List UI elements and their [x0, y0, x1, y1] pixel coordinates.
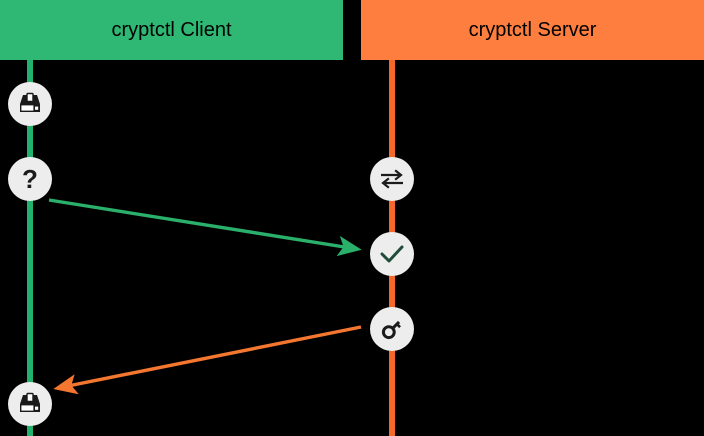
- check-mark-icon: [379, 243, 405, 265]
- node-server-exchange[interactable]: [370, 157, 414, 201]
- exchange-arrows-icon: [379, 168, 405, 190]
- node-client-hard-drive-2[interactable]: [8, 382, 52, 426]
- node-client-hard-drive-1[interactable]: [8, 82, 52, 126]
- node-server-key[interactable]: [370, 307, 414, 351]
- key-icon: [379, 316, 405, 342]
- node-client-question[interactable]: ?: [8, 157, 52, 201]
- participant-title-server: cryptctl Server: [468, 18, 597, 41]
- node-server-check[interactable]: [370, 232, 414, 276]
- hard-drive-icon: [17, 91, 43, 117]
- message-arrow-response: [53, 325, 362, 395]
- lifeline-client: [27, 60, 33, 436]
- question-mark-icon: ?: [22, 164, 38, 194]
- hard-drive-icon: [17, 391, 43, 417]
- participant-header-client[interactable]: cryptctl Client: [0, 0, 343, 60]
- participant-header-server[interactable]: cryptctl Server: [361, 0, 704, 60]
- message-arrow-request: [48, 198, 362, 257]
- participant-title-client: cryptctl Client: [111, 18, 232, 41]
